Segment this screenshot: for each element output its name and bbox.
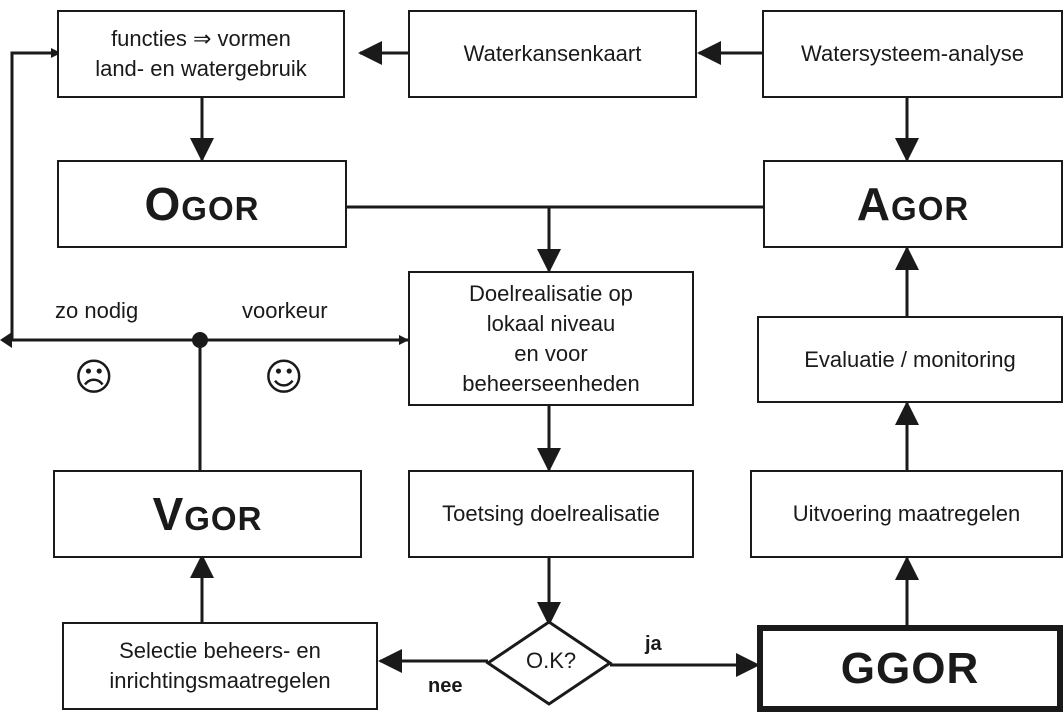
zo-nodig-label: zo nodig <box>55 298 139 323</box>
ggor-label: GGOR <box>840 643 980 693</box>
ogor-box: OGOR <box>57 160 347 248</box>
junction-dot <box>192 332 208 348</box>
waterkansenkaart-box: Waterkansenkaart <box>408 10 697 98</box>
watersysteem-label: Watersysteem-analyse <box>801 41 1024 66</box>
vgor-box: VGOR <box>53 470 362 558</box>
selectie-box: Selectie beheers- en inrichtingsmaatrege… <box>62 622 378 710</box>
decision-diamond <box>485 620 613 706</box>
waterkansenkaart-label: Waterkansenkaart <box>463 41 642 66</box>
evaluatie-label: Evaluatie / monitoring <box>804 346 1016 372</box>
voorkeur-label: voorkeur <box>242 298 328 323</box>
uitvoering-box: Uitvoering maatregelen <box>750 470 1063 558</box>
uitvoering-label: Uitvoering maatregelen <box>792 501 1021 526</box>
watersysteem-box: Watersysteem-analyse <box>762 10 1063 98</box>
sad-face-icon: ☹ <box>74 355 114 399</box>
selectie-line2: inrichtingsmaatregelen <box>109 668 331 693</box>
agor-box: AGOR <box>763 160 1063 248</box>
evaluatie-box: Evaluatie / monitoring <box>757 316 1063 403</box>
vgor-rest: GOR <box>184 500 263 537</box>
doelrealisatie-box: Doelrealisatie op lokaal niveau en voor … <box>408 271 694 406</box>
functies-line2: land- en watergebruik <box>95 56 307 81</box>
decision-label: O.K? <box>526 648 577 673</box>
happy-face-icon: ☺ <box>264 355 304 399</box>
nee-label: nee <box>428 675 463 697</box>
functies-line1: functies ⇒ vormen <box>111 26 291 51</box>
toetsing-label: Toetsing doelrealisatie <box>442 501 660 526</box>
doelrealisatie-line3: en voor <box>514 340 588 366</box>
arrow-zo-nodig-loop <box>10 48 200 342</box>
vgor-cap: V <box>152 488 185 540</box>
ggor-box: GGOR <box>757 625 1063 712</box>
doelrealisatie-line2: lokaal niveau <box>486 310 616 336</box>
doelrealisatie-line1: Doelrealisatie op <box>469 280 633 306</box>
functies-box: functies ⇒ vormen land- en watergebruik <box>57 10 345 98</box>
toetsing-box: Toetsing doelrealisatie <box>408 470 694 558</box>
ogor-cap: O <box>144 178 182 230</box>
ja-label: ja <box>645 633 662 655</box>
arrowhead-left-end <box>0 332 12 348</box>
selectie-line1: Selectie beheers- en <box>119 638 321 663</box>
agor-cap: A <box>856 178 892 230</box>
agor-rest: GOR <box>891 190 970 227</box>
ogor-rest: GOR <box>181 190 260 227</box>
doelrealisatie-line4: beheerseenheden <box>462 370 640 396</box>
